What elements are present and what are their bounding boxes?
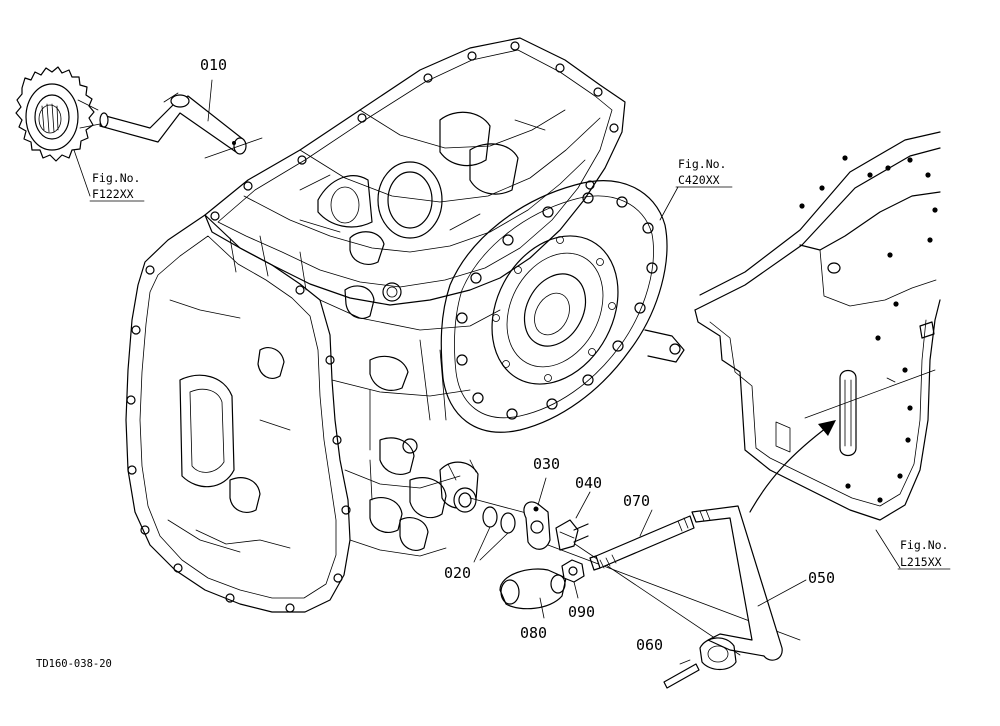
label-030: 030 <box>533 455 560 473</box>
label-070: 070 <box>623 492 650 510</box>
label-010: 010 <box>200 56 227 74</box>
part-090-nut <box>561 559 585 599</box>
label-090: 090 <box>568 603 595 621</box>
label-080: 080 <box>520 624 547 642</box>
part-060-pin <box>663 659 700 689</box>
part-070-rod <box>589 509 695 571</box>
part-labels: 010 020 030 040 050 060 070 080 090 <box>200 56 835 654</box>
part-080-knob <box>499 568 567 619</box>
fig-ref-clutch-label: Fig.No. <box>678 157 726 171</box>
label-050: 050 <box>808 569 835 587</box>
figure-reference-clutch: Fig.No. C420XX <box>659 157 733 221</box>
fig-ref-clutch-code: C420XX <box>678 173 720 187</box>
part-040-bolt <box>555 491 591 551</box>
part-030-plate <box>523 477 551 550</box>
diagram-code: TD160-038-20 <box>36 658 112 670</box>
fig-ref-gear-code: F122XX <box>92 187 134 201</box>
label-020: 020 <box>444 564 471 582</box>
fig-ref-frame-code: L215XX <box>900 555 942 569</box>
figure-reference-gear: Fig.No. F122XX <box>73 149 145 202</box>
fig-ref-gear-label: Fig.No. <box>92 171 140 185</box>
part-010-shift-shaft <box>99 79 263 159</box>
frame-assembly <box>694 131 941 521</box>
gear-assembly <box>15 66 101 162</box>
assembly-arrow <box>749 420 836 513</box>
transmission-housing <box>125 37 685 613</box>
label-040: 040 <box>575 474 602 492</box>
label-060: 060 <box>636 636 663 654</box>
figure-reference-frame: Fig.No. L215XX <box>875 529 951 570</box>
fig-ref-frame-label: Fig.No. <box>900 538 948 552</box>
part-050-bent-rod <box>691 505 807 671</box>
part-020-o-rings <box>473 506 516 563</box>
